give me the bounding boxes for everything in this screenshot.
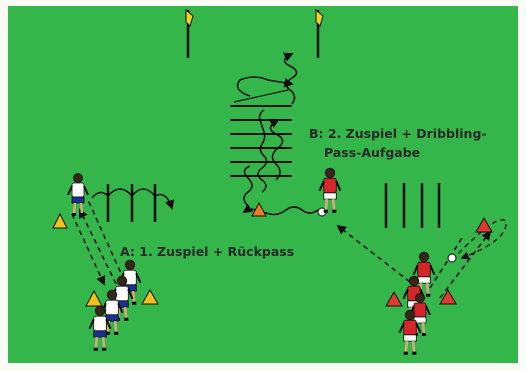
player-icon (88, 305, 112, 351)
run-path (233, 89, 289, 103)
dribbling-path (243, 165, 253, 207)
dribbling-path (283, 52, 298, 105)
player-icon (412, 251, 436, 297)
station-b-label-line1: B: 2. Zuspiel + Dribbling- (309, 126, 487, 141)
dribbling-path (268, 119, 284, 181)
run-path (236, 76, 294, 97)
hurdle-icon (384, 183, 441, 228)
run-path (451, 219, 507, 261)
player-icon (398, 309, 422, 355)
player-icon (318, 167, 342, 213)
dribbling-path (257, 109, 268, 193)
cone-icon (251, 201, 267, 217)
cone-icon (52, 212, 68, 229)
cone-icon (141, 288, 159, 305)
corner-flag-icon (315, 8, 324, 58)
player-icon (67, 173, 89, 216)
ball-icon (447, 253, 457, 263)
pass-line (71, 199, 492, 299)
pitch-field (8, 6, 518, 363)
station-a-label: A: 1. Zuspiel + Rückpass (120, 244, 294, 259)
cone-icon (385, 290, 403, 307)
cone-icon (85, 289, 103, 307)
corner-flag-icon (185, 8, 194, 58)
cone-icon (475, 216, 493, 233)
hurdle-icon (106, 184, 157, 222)
station-b-label-line2: Pass-Aufgabe (324, 145, 420, 160)
run-path (91, 188, 175, 210)
cone-icon (439, 288, 457, 305)
